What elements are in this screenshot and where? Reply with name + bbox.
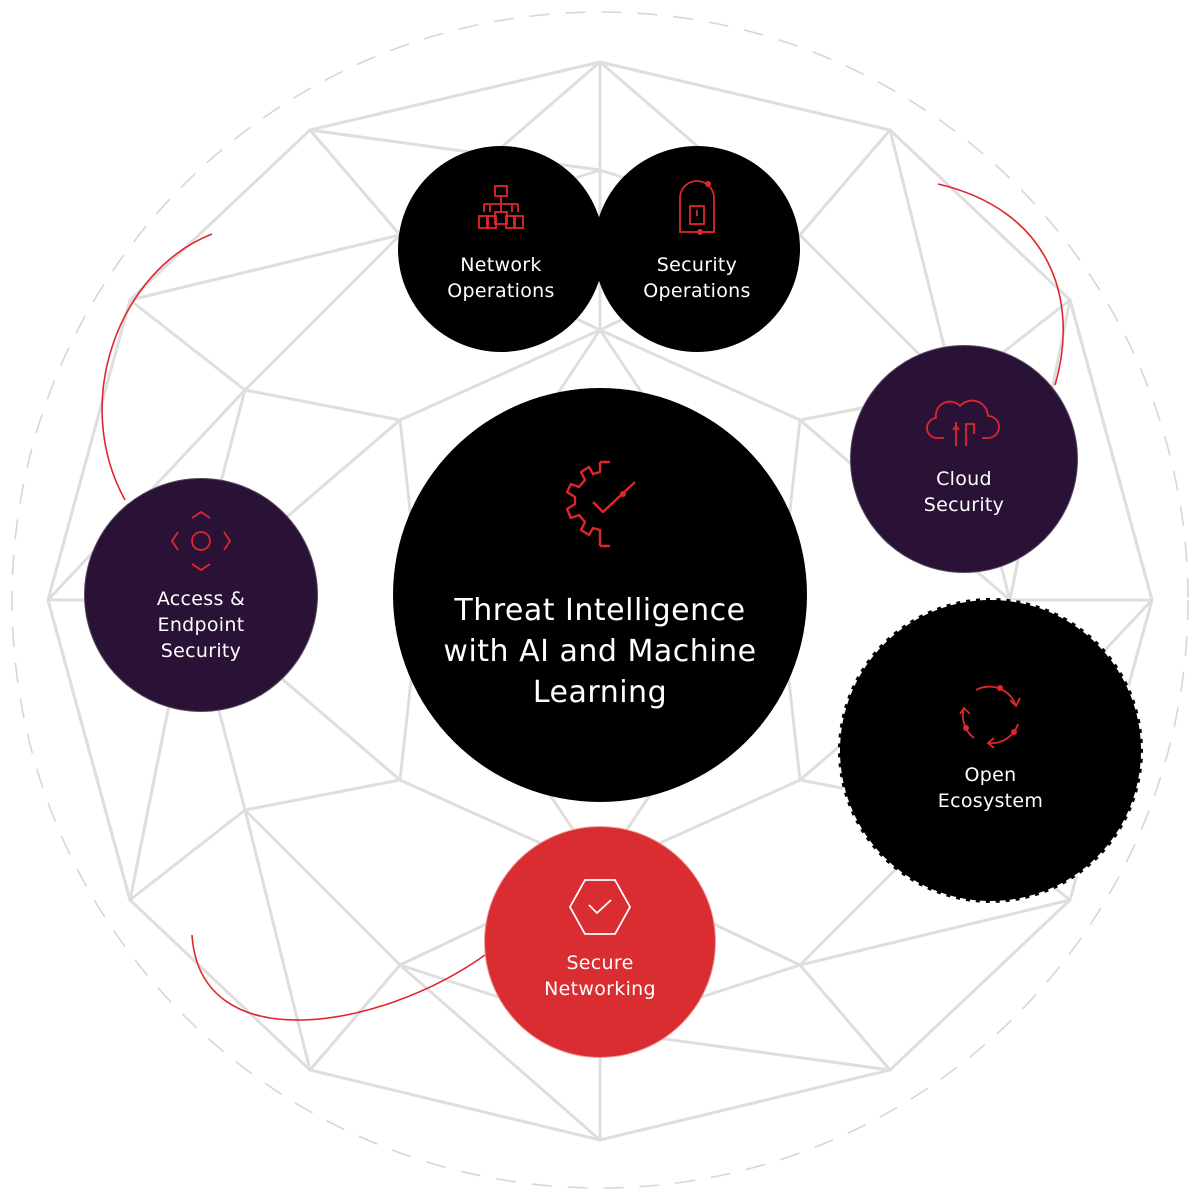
gear-check-icon: [565, 460, 636, 547]
node-secure-networking[interactable]: Secure Networking: [484, 826, 716, 1058]
node-label: Open Ecosystem: [937, 763, 1044, 812]
network-hierarchy-icon: [478, 185, 524, 229]
node-cloud-security[interactable]: Cloud Security: [850, 345, 1078, 573]
connector-access-to-secure-networking: [191, 934, 486, 1021]
node-label: Threat Intelligence with AI and Machine …: [443, 592, 757, 710]
hexagon-check-icon: [568, 879, 632, 935]
node-access-endpoint-security[interactable]: Access & Endpoint Security: [84, 478, 318, 712]
node-label: Access & Endpoint Security: [156, 588, 246, 662]
node-network-operations[interactable]: Network Operations: [398, 146, 604, 352]
connector-security-to-cloud: [937, 183, 1065, 386]
connector-lines: [101, 183, 1065, 1021]
target-arrows-icon: [170, 510, 232, 572]
node-label: Network Operations: [447, 254, 555, 302]
node-open-ecosystem[interactable]: Open Ecosystem: [838, 598, 1143, 903]
node-label: Secure Networking: [544, 952, 656, 1000]
node-security-operations[interactable]: Security Operations: [594, 146, 800, 352]
outer-dashed-ring: [11, 11, 1189, 1189]
node-label: Security Operations: [643, 254, 751, 302]
cycle-arrows-icon: [958, 684, 1021, 749]
secure-door-icon: [679, 180, 715, 235]
connector-access-to-network: [101, 233, 213, 501]
cloud-icon: [926, 399, 1000, 446]
node-threat-intelligence[interactable]: Threat Intelligence with AI and Machine …: [393, 388, 807, 802]
node-label: Cloud Security: [923, 468, 1005, 516]
